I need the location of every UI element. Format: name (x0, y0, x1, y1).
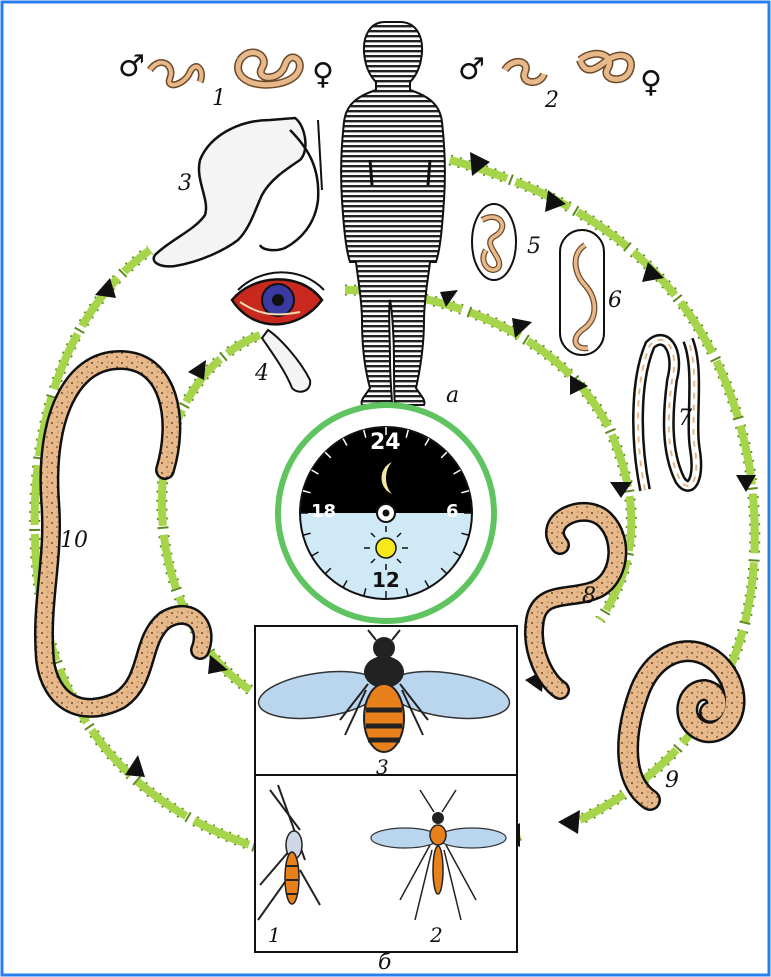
human-silhouette (341, 22, 445, 405)
arrowhead (610, 482, 632, 498)
label-7: 7 (678, 408, 692, 430)
vector-panel (255, 626, 517, 952)
male-symbol: ♂ (118, 52, 145, 82)
eye-illustration (232, 272, 324, 391)
female-symbol: ♀ (640, 68, 662, 98)
clock-label-24: 24 (370, 432, 401, 454)
microfilaria-6 (560, 230, 604, 355)
arrowhead (188, 360, 206, 380)
label-8: 8 (582, 586, 596, 608)
adult-worms-pair-1 (150, 52, 300, 84)
label-3: 3 (178, 173, 192, 195)
label-4: 4 (255, 363, 269, 385)
microfilaria-5 (472, 204, 516, 280)
label-9: 9 (665, 770, 679, 792)
arrowhead (512, 318, 532, 338)
label-1: 1 (212, 88, 226, 110)
fly-label-3: 3 (376, 757, 389, 777)
label-b: б (378, 952, 391, 974)
larva-8 (534, 512, 617, 690)
clock-label-12: 12 (372, 570, 400, 590)
label-10: 10 (60, 530, 88, 552)
female-symbol: ♀ (312, 60, 334, 90)
larva-9 (628, 651, 735, 800)
insect-label-1: 1 (268, 925, 281, 945)
clock-label-6: 6 (446, 503, 459, 521)
arrowhead (125, 755, 145, 777)
label-a: а (446, 385, 459, 407)
insect-label-2: 2 (430, 925, 443, 945)
clock-label-18: 18 (311, 503, 336, 521)
label-6: 6 (608, 290, 622, 312)
arrowhead (558, 810, 580, 834)
label-5: 5 (527, 236, 541, 258)
adult-worms-pair-2 (505, 54, 631, 82)
label-2: 2 (545, 90, 559, 112)
male-symbol: ♂ (458, 55, 485, 85)
